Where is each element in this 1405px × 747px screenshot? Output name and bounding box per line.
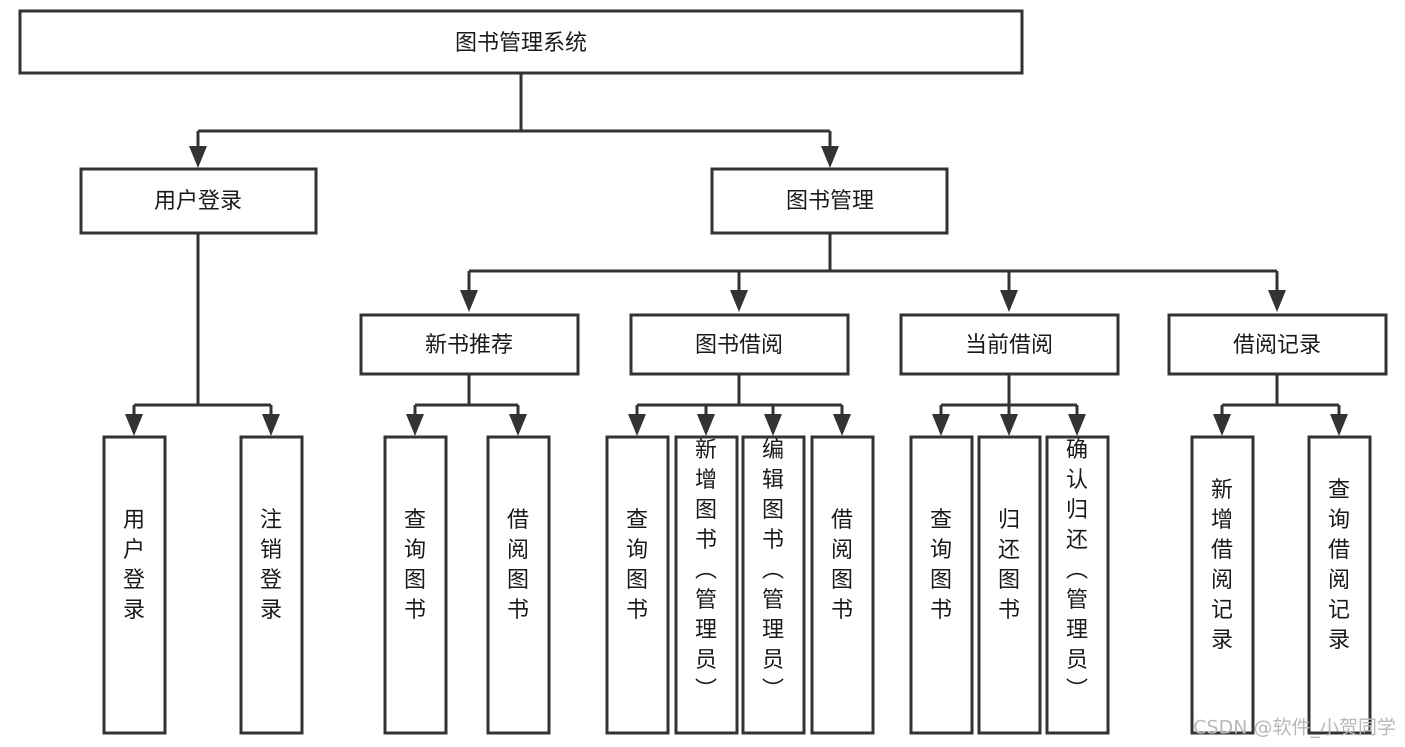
leaf-current-borrow-2[interactable]: 归还图书 — [977, 435, 1042, 735]
arrow-userlogin-leaf-2-icon — [262, 414, 280, 436]
node-book-borrow[interactable]: 图书借阅 — [629, 313, 850, 376]
leaf-new-book-1[interactable]: 查询图书 — [383, 435, 448, 735]
node-current-borrow-box[interactable] — [899, 313, 1120, 376]
node-root-system[interactable]: 图书管理系统 — [18, 9, 1024, 75]
node-root-system-box[interactable] — [18, 9, 1024, 75]
leaf-user-login-2-box[interactable] — [239, 435, 304, 735]
node-book-borrow-label: 图书借阅 — [695, 333, 783, 358]
leaf-user-login-2[interactable]: 注销登录 — [239, 435, 304, 735]
arrow-currentborrow-leaf-2-icon — [1000, 414, 1018, 436]
csdn-watermark: CSDN @软件_小贺同学 — [1193, 717, 1396, 739]
connector-group-current-borrow — [932, 374, 1086, 436]
node-current-borrow[interactable]: 当前借阅 — [899, 313, 1120, 376]
leaf-current-borrow-1[interactable]: 查询图书 — [909, 435, 974, 735]
arrow-root-to-user-login-icon — [189, 146, 207, 168]
arrow-to-current-icon — [1000, 290, 1018, 312]
leaf-borrow-record-1-label: 新增借阅记录 — [1211, 478, 1233, 653]
leaf-new-book-2-box[interactable] — [486, 435, 551, 735]
leaf-new-book-1-label: 查询图书 — [404, 508, 426, 623]
arrow-to-borrow-icon — [730, 290, 748, 312]
leaf-new-book-2-label: 借阅图书 — [507, 508, 529, 623]
leaf-borrow-record-2-label: 查询借阅记录 — [1328, 478, 1350, 653]
node-user-login-box[interactable] — [79, 167, 318, 235]
node-user-login-label: 用户登录 — [154, 189, 242, 214]
leaf-book-borrow-1-box[interactable] — [605, 435, 670, 735]
arrow-borrowrecord-leaf-2-icon — [1330, 414, 1348, 436]
leaf-current-borrow-2-box[interactable] — [977, 435, 1042, 735]
connector-group-book-manage — [460, 233, 1286, 312]
leaf-new-book-2[interactable]: 借阅图书 — [486, 435, 551, 735]
leaf-book-borrow-2-box[interactable] — [674, 435, 739, 735]
leaf-book-borrow-1[interactable]: 查询图书 — [605, 435, 670, 735]
node-borrow-record[interactable]: 借阅记录 — [1167, 313, 1388, 376]
arrow-bookborrow-leaf-4-icon — [833, 414, 851, 436]
leaf-borrow-record-2[interactable]: 查询借阅记录 — [1307, 435, 1372, 735]
arrow-to-new-book-icon — [460, 290, 478, 312]
node-book-manage-box[interactable] — [710, 167, 949, 235]
connector-group-book-borrow — [628, 374, 851, 436]
leaf-book-borrow-2-label: 新增图书︵管理员︶ — [695, 438, 717, 703]
leaf-current-borrow-1-label: 查询图书 — [930, 508, 952, 623]
leaf-current-borrow-3-box[interactable] — [1045, 435, 1110, 735]
leaf-book-borrow-4[interactable]: 借阅图书 — [810, 435, 875, 735]
leaf-current-borrow-2-label: 归还图书 — [998, 508, 1020, 623]
arrow-currentborrow-leaf-3-icon — [1068, 414, 1086, 436]
connector-group-root — [189, 73, 839, 168]
leaf-user-login-1[interactable]: 用户登录 — [102, 435, 167, 735]
node-book-borrow-box[interactable] — [629, 313, 850, 376]
connector-group-new-book — [406, 374, 527, 436]
arrow-bookborrow-leaf-2-icon — [697, 414, 715, 436]
arrow-borrowrecord-leaf-1-icon — [1213, 414, 1231, 436]
connector-group-user-login — [125, 233, 280, 436]
leaf-user-login-1-label: 用户登录 — [123, 508, 145, 623]
node-user-login[interactable]: 用户登录 — [79, 167, 318, 235]
leaf-user-login-1-box[interactable] — [102, 435, 167, 735]
arrow-bookborrow-leaf-1-icon — [628, 414, 646, 436]
arrow-bookborrow-leaf-3-icon — [764, 414, 782, 436]
node-book-manage-label: 图书管理 — [786, 189, 874, 214]
arrow-to-record-icon — [1268, 290, 1286, 312]
node-new-book-recommend-label: 新书推荐 — [425, 333, 513, 358]
leaf-book-borrow-3-box[interactable] — [741, 435, 806, 735]
leaf-current-borrow-3[interactable]: 确认归还︵管理员︶ — [1045, 435, 1110, 735]
leaf-book-borrow-4-label: 借阅图书 — [831, 508, 853, 623]
connector-group-borrow-record — [1213, 374, 1348, 436]
leaf-user-login-2-label: 注销登录 — [260, 508, 282, 623]
arrow-newbook-leaf-1-icon — [406, 414, 424, 436]
node-new-book-recommend[interactable]: 新书推荐 — [359, 313, 580, 376]
leaf-current-borrow-1-box[interactable] — [909, 435, 974, 735]
leaf-borrow-record-2-box[interactable] — [1307, 435, 1372, 735]
node-borrow-record-box[interactable] — [1167, 313, 1388, 376]
arrow-root-to-book-manage-icon — [821, 146, 839, 168]
arrow-newbook-leaf-2-icon — [509, 414, 527, 436]
leaf-new-book-1-box[interactable] — [383, 435, 448, 735]
arrow-userlogin-leaf-1-icon — [125, 414, 143, 436]
node-borrow-record-label: 借阅记录 — [1233, 333, 1321, 358]
leaf-borrow-record-1-box[interactable] — [1190, 435, 1255, 735]
leaf-book-borrow-3[interactable]: 编辑图书︵管理员︶ — [741, 435, 806, 735]
leaf-book-borrow-3-label: 编辑图书︵管理员︶ — [762, 438, 784, 703]
leaf-book-borrow-4-box[interactable] — [810, 435, 875, 735]
node-root-system-label: 图书管理系统 — [455, 31, 587, 56]
arrow-currentborrow-leaf-1-icon — [932, 414, 950, 436]
leaf-borrow-record-1[interactable]: 新增借阅记录 — [1190, 435, 1255, 735]
node-current-borrow-label: 当前借阅 — [965, 333, 1053, 358]
node-new-book-recommend-box[interactable] — [359, 313, 580, 376]
leaf-book-borrow-1-label: 查询图书 — [626, 508, 648, 623]
leaf-current-borrow-3-label: 确认归还︵管理员︶ — [1066, 438, 1088, 703]
leaf-book-borrow-2[interactable]: 新增图书︵管理员︶ — [674, 435, 739, 735]
node-book-manage[interactable]: 图书管理 — [710, 167, 949, 235]
